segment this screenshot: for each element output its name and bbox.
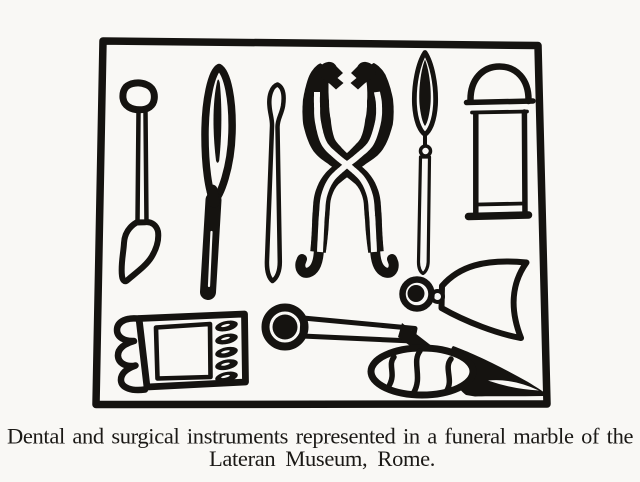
- svg-text:Dental and surgical instrument: Dental and surgical instruments represen…: [7, 424, 633, 449]
- svg-text:Lateran Museum, Rome.: Lateran Museum, Rome.: [209, 446, 435, 471]
